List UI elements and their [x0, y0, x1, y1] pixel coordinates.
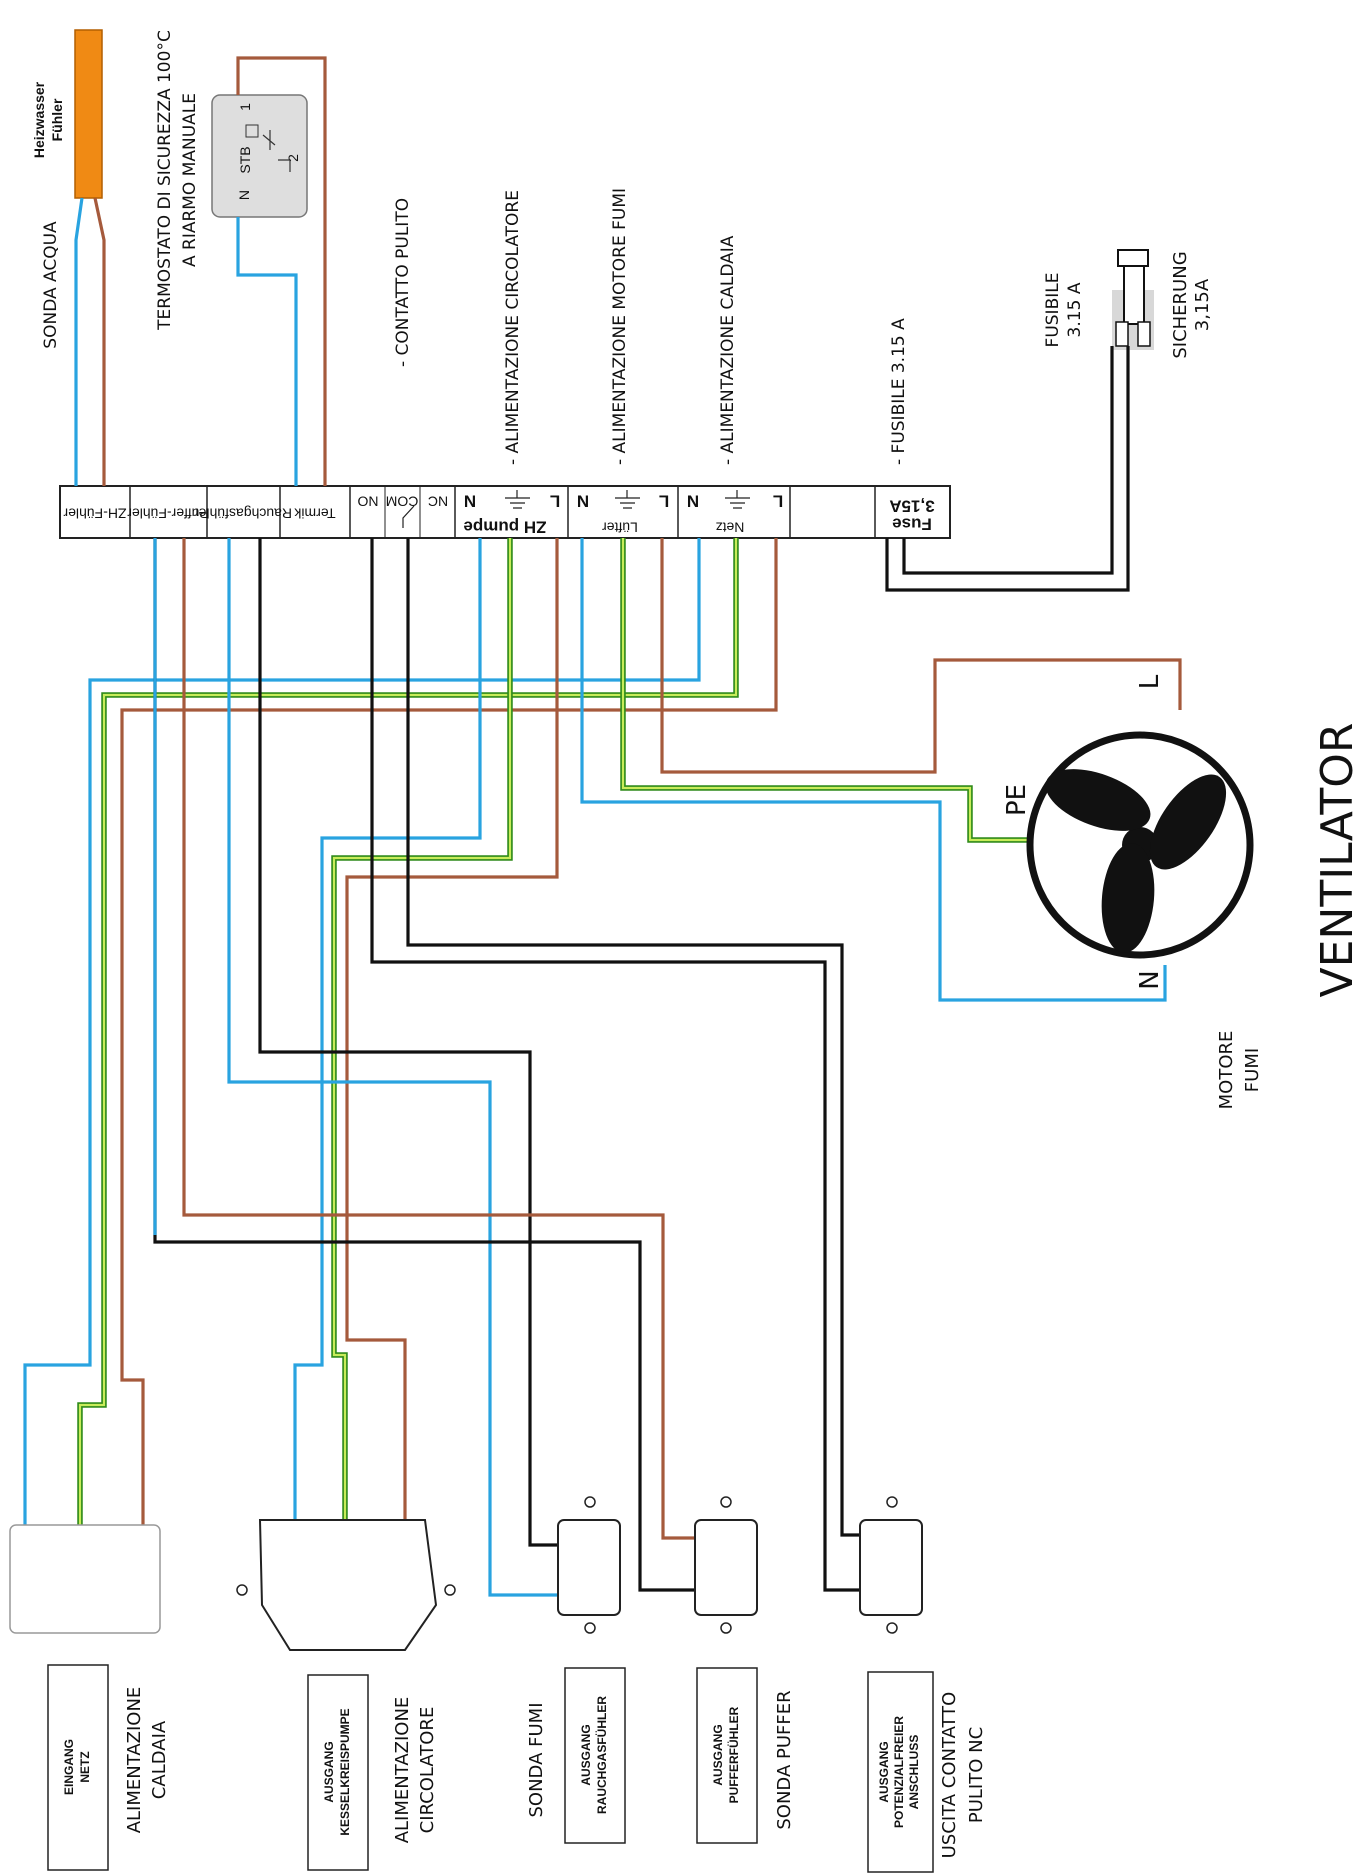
eingang-box: [47, 1664, 109, 1871]
sicherung-label-1: SICHERUNG: [1170, 251, 1191, 358]
alim-circolatore-label: - ALIMENTAZIONE CIRCOLATORE: [503, 190, 523, 465]
contatto-pulito-label: - CONTATTO PULITO: [393, 198, 413, 367]
sicherung-label-2: 3,15A: [1192, 278, 1213, 331]
terminal-nc: NC: [428, 493, 448, 509]
terminal-termik: Termik: [293, 505, 335, 521]
terminal-block: [59, 485, 951, 539]
heizwasser-label-2: Fühler: [49, 98, 65, 141]
terminal-netz-l: L: [773, 492, 783, 511]
stb-terminal-2: 2: [285, 154, 301, 162]
terminal-zh-fuhler: ZH-Fühler: [63, 505, 126, 521]
uscita-bottom-2: PULITO NC: [966, 1727, 987, 1823]
wire-pumpe-l: [345, 538, 559, 1560]
wire-netz-n: [23, 538, 701, 1560]
ventilator-l: L: [1135, 674, 1165, 689]
rauchgas-box: [564, 1667, 626, 1844]
termostato-label-1: TERMOSTATO DI SICUREZZA 100°C: [155, 30, 175, 331]
alim-caldaia-bottom-2: CALDAIA: [149, 1720, 170, 1799]
alim-caldaia-label: - ALIMENTAZIONE CALDAIA: [718, 235, 738, 465]
heizwasser-label-1: Heizwasser: [31, 81, 47, 158]
terminal-com: COM: [386, 493, 419, 509]
uscita-bottom-1: USCITA CONTATTO: [939, 1692, 960, 1859]
potenzial-text-3: ANSCHLUSS: [907, 1735, 921, 1810]
terminal-lufter: Lüfter: [602, 519, 638, 535]
netz-connector: [9, 1524, 161, 1634]
ventilator-motor: [1026, 731, 1254, 959]
potenzial-text-1: AUSGANG: [877, 1741, 891, 1802]
fusibile-dash-label: - FUSIBILE 3.15 A: [889, 318, 909, 465]
sonda-puffer-bottom: SONDA PUFFER: [774, 1690, 795, 1829]
fusibile-label-2: 3.15 A: [1065, 282, 1085, 337]
stb-thermostat: STB N 1 2: [211, 94, 308, 218]
motore-label-2: FUMI: [1242, 1048, 1263, 1092]
puffer-text-1: AUSGANG: [711, 1724, 725, 1785]
sonda-acqua-label: SONDA ACQUA: [41, 221, 61, 349]
potenzial-connector: [859, 1496, 923, 1634]
wire-lufter-n: [580, 538, 1167, 1002]
rauchgas-text-1: AUSGANG: [579, 1724, 593, 1785]
terminal-fuse-2: 3,15A: [889, 497, 934, 516]
stb-terminal-1: 1: [237, 103, 253, 111]
sonda-fumi-bottom: SONDA FUMI: [526, 1702, 547, 1817]
wire-lufter-pe: [620, 538, 1040, 843]
wire-fuse-1: [885, 346, 1130, 592]
fan-icon: [1045, 769, 1227, 953]
ventilator-pe: PE: [1002, 784, 1032, 816]
terminal-fuse-1: Fuse: [892, 515, 932, 534]
terminal-zh-l: L: [550, 492, 560, 511]
wire-fuse-2: [902, 346, 1114, 575]
ventilator-n: N: [1135, 970, 1165, 989]
rauchgas-text-2: RAUCHGASFÜHLER: [594, 1696, 609, 1814]
fusibile-label-1: FUSIBILE: [1043, 273, 1063, 348]
puffer-connector: [694, 1496, 758, 1634]
stb-title: STB: [237, 146, 253, 173]
eingang-text-2: NETZ: [78, 1751, 92, 1782]
wire-netz-l: [120, 538, 778, 1560]
heizwasser-sensor: [74, 29, 103, 199]
stb-n: N: [236, 190, 252, 200]
potenzial-box: [867, 1671, 934, 1873]
alim-motore-fumi-label: - ALIMENTAZIONE MOTORE FUMI: [610, 188, 630, 465]
rauchgas-connector: [557, 1496, 621, 1634]
wire-rauch-blue: [227, 538, 558, 1597]
wire-rauch-black: [258, 538, 558, 1547]
terminal-zh-n: N: [464, 492, 476, 511]
motore-label-1: MOTORE: [1216, 1031, 1237, 1110]
alim-circ-bottom-1: ALIMENTAZIONE: [392, 1697, 413, 1844]
puffer-box: [696, 1667, 758, 1844]
terminal-no: NO: [357, 493, 378, 509]
ventilator-label: VENTILATOR: [1312, 723, 1363, 998]
termostato-label-2: A RIARMO MANUALE: [180, 93, 200, 267]
eingang-text-1: EINGANG: [62, 1739, 76, 1795]
alim-caldaia-bottom-1: ALIMENTAZIONE: [124, 1687, 145, 1834]
wire-com: [370, 538, 860, 1592]
kessel-text-1: AUSGANG: [322, 1741, 336, 1802]
terminal-netz-n: N: [687, 492, 699, 511]
pump-connector: [258, 1519, 438, 1651]
terminal-lufter-n: N: [577, 492, 589, 511]
wire-sensor-blue: [74, 197, 84, 486]
puffer-text-2: PUFFERFÜHLER: [726, 1706, 741, 1803]
kessel-text-2: KESSELKREISPUMPE: [338, 1708, 352, 1835]
terminal-zh-pumpe: ZH pumpe: [463, 518, 546, 537]
wire-pumpe-n: [293, 538, 482, 1560]
wire-stb-blue: [236, 217, 298, 486]
potenzial-text-2: POTENZIALFREIER: [892, 1716, 906, 1828]
terminal-puffer-fuhler: Puffer-Fühler: [127, 505, 209, 521]
terminal-lufter-l: L: [659, 492, 669, 511]
wire-nc: [406, 538, 860, 1537]
terminal-netz: Netz: [716, 519, 745, 535]
wire-stb-brown: [236, 56, 327, 486]
terminal-rauchgasfuhler: Rauchgasfühler: [194, 505, 292, 521]
kessel-box: [307, 1674, 369, 1871]
wire-puffer-brown: [182, 538, 695, 1540]
fuse-holder-icon: [1112, 249, 1154, 350]
wire-lufter-l: [660, 538, 1182, 774]
alim-circ-bottom-2: CIRCOLATORE: [417, 1707, 438, 1834]
wire-sensor-brown: [93, 197, 106, 486]
